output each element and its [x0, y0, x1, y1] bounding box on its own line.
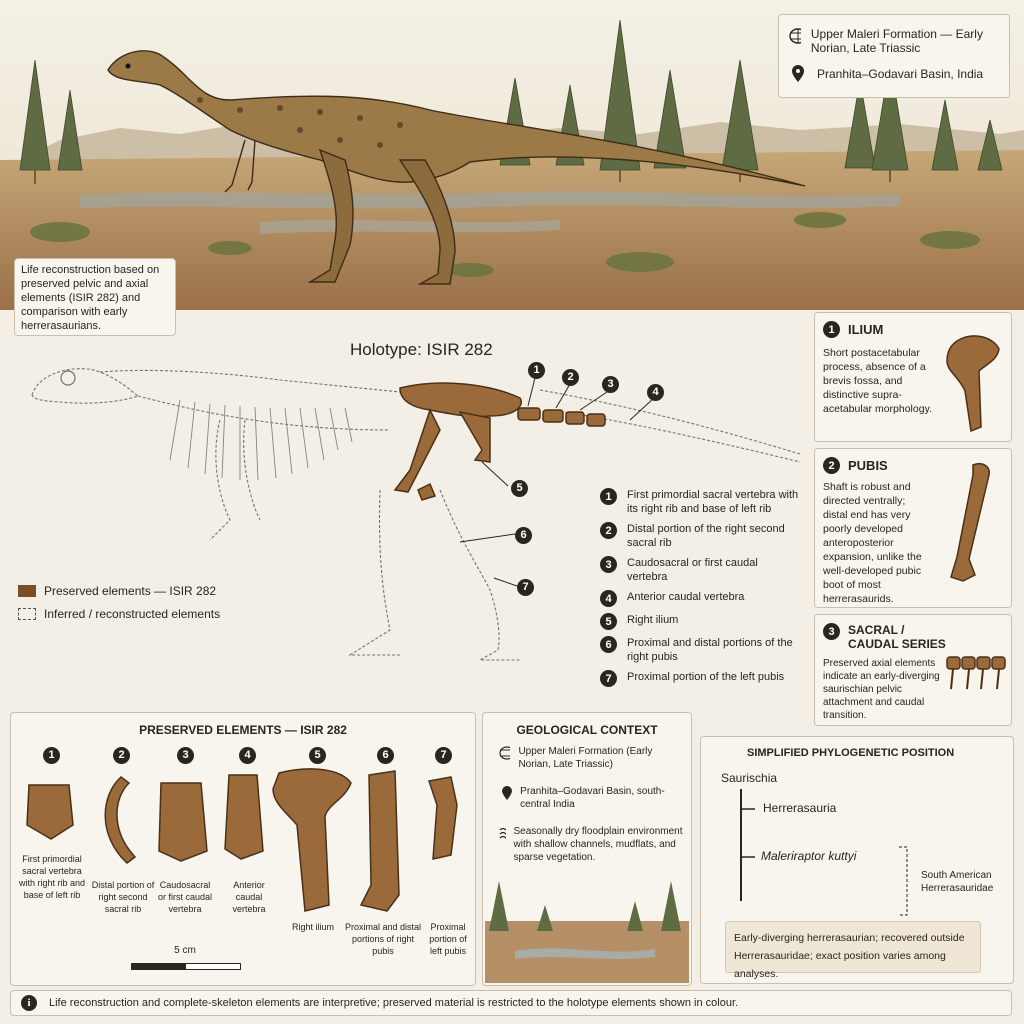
- geology-panel-title: GEOLOGICAL CONTEXT: [516, 723, 658, 737]
- pubis-card-title: PUBIS: [848, 458, 888, 473]
- holotype-title: Holotype: ISIR 282: [350, 340, 493, 359]
- scene-caption: Life reconstruction based on preserved p…: [14, 258, 176, 336]
- marker-6: 6: [515, 525, 532, 544]
- preserved-label-7: Proximal portion of left pubis: [429, 922, 467, 956]
- marker-2: 2: [562, 367, 579, 386]
- preserved-label-2: Distal portion of right second sacral ri…: [91, 880, 155, 914]
- water-waves-icon: [499, 827, 506, 839]
- scale-bar-label: 5 cm: [174, 945, 196, 956]
- phylo-clade: Herrerasauria: [763, 801, 837, 815]
- geology-basin: Pranhita–Godavari Basin, south-central I…: [520, 786, 665, 810]
- scene-caption-text: Life reconstruction based on preserved p…: [21, 264, 160, 332]
- legend-inferred-label: Inferred / reconstructed elements: [44, 607, 221, 621]
- legend-preserved-label: Preserved elements — ISIR 282: [44, 584, 217, 598]
- geology-environment: Seasonally dry floodplain environment wi…: [513, 826, 683, 863]
- sacral-card-text: Preserved axial elements indicate an ear…: [823, 658, 940, 721]
- preserved-label-4: Anterior caudal vertebra: [232, 880, 266, 914]
- preserved-bones: [26, 768, 458, 912]
- cladogram: [740, 789, 755, 901]
- strata-icon: [789, 28, 801, 44]
- preserved-panel-title: PRESERVED ELEMENTS — ISIR 282: [139, 723, 347, 737]
- marker-3: 3: [602, 374, 619, 393]
- strata-icon: [499, 746, 511, 760]
- skeleton-diagram: [31, 368, 801, 661]
- pubis-bone: [950, 463, 991, 582]
- preserved-panel: PRESERVED ELEMENTS — ISIR 282 1 2 3 4 5 …: [10, 712, 476, 986]
- dinosaur-figure: [107, 50, 806, 285]
- ilium-bone: [946, 335, 1000, 433]
- group-bracket: [899, 846, 908, 916]
- map-pin-icon: [792, 65, 804, 82]
- location-box: Upper Maleri Formation — Early Norian, L…: [778, 14, 1010, 98]
- phylo-taxon: Maleriraptor kuttyi: [761, 849, 857, 863]
- marker-1: 1: [528, 360, 545, 379]
- vertebrae-series: [946, 656, 1006, 690]
- footer-text: Life reconstruction and complete-skeleto…: [49, 997, 739, 1009]
- phylo-note: Early-diverging herrerasaurian; recovere…: [725, 921, 981, 980]
- floodplain-illustration: [485, 881, 689, 983]
- location-formation: Upper Maleri Formation — Early Norian, L…: [810, 27, 983, 55]
- preserved-label-6: Proximal and distal portions of right pu…: [344, 922, 422, 956]
- preserved-label-1: First primordial sacral vertebra with ri…: [18, 854, 86, 900]
- footer-note: i Life reconstruction and complete-skele…: [10, 990, 1012, 1016]
- legend-inferred-swatch: [18, 608, 36, 620]
- sacral-card-title: SACRAL / CAUDAL SERIES: [848, 623, 946, 651]
- phylo-group: South American Herrerasauridae: [921, 870, 994, 894]
- phylo-note-text: Early-diverging herrerasaurian; recovere…: [734, 932, 965, 980]
- marker-5: 5: [511, 478, 528, 497]
- preserved-pelvis: [393, 382, 522, 501]
- marker-7: 7: [517, 577, 534, 596]
- legend-preserved-swatch: [18, 585, 36, 597]
- location-basin: Pranhita–Godavari Basin, India: [817, 67, 984, 81]
- geology-formation: Upper Maleri Formation (Early Norian, La…: [518, 746, 653, 770]
- phylo-root: Saurischia: [721, 771, 778, 785]
- legend: Preserved elements — ISIR 282 Inferred /…: [18, 584, 220, 621]
- geology-panel: GEOLOGICAL CONTEXT Upper Maleri Formatio…: [482, 712, 692, 986]
- ilium-card-text: Short postacetabular process, absence of…: [823, 347, 932, 415]
- pubis-card-text: Shaft is robust and directed ventrally; …: [823, 481, 922, 605]
- phylogeny-title: SIMPLIFIED PHYLOGENETIC POSITION: [747, 747, 955, 759]
- scale-bar: [131, 963, 241, 970]
- marker-4: 4: [647, 382, 664, 401]
- ilium-card-title: ILIUM: [848, 322, 884, 337]
- preserved-label-3: Caudosacral or first caudal vertebra: [157, 880, 213, 914]
- preserved-label-5: Right ilium: [291, 922, 334, 932]
- phylogeny-panel: SIMPLIFIED PHYLOGENETIC POSITION Saurisc…: [700, 736, 1014, 984]
- map-pin-icon: [502, 786, 512, 800]
- info-icon: i: [21, 995, 37, 1011]
